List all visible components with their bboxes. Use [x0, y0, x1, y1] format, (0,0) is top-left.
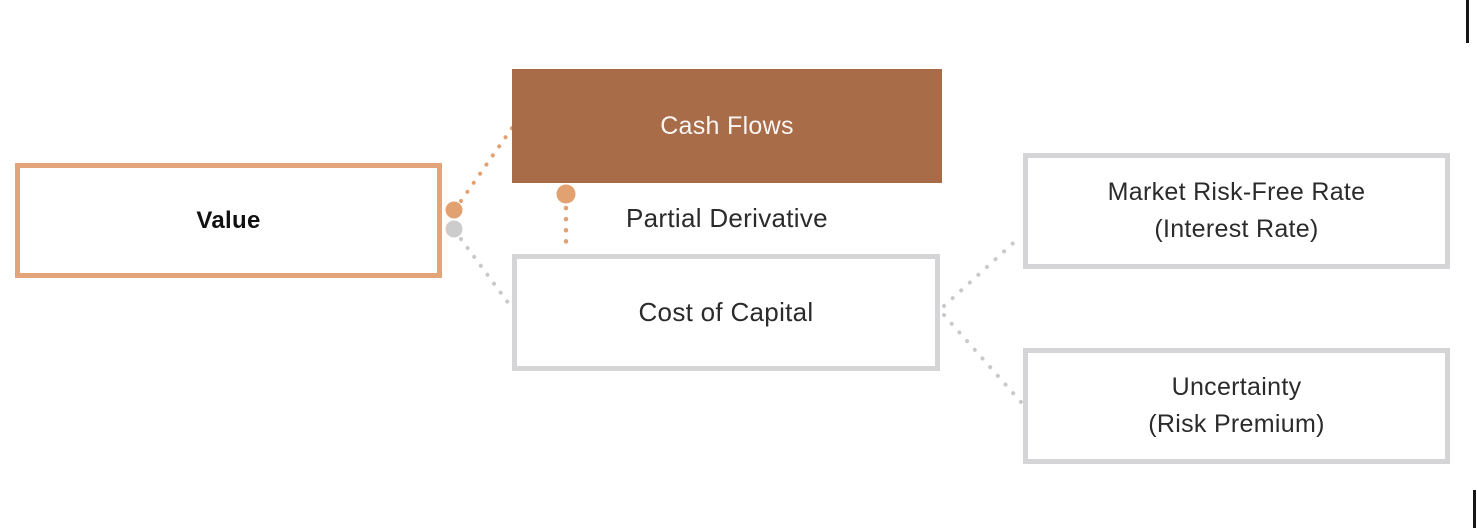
partial-derivative-label: Partial Derivative	[626, 203, 828, 233]
uncertainty-line2: (Risk Premium)	[1148, 410, 1325, 438]
uncertainty-box: Uncertainty (Risk Premium)	[1023, 348, 1450, 464]
orange-partial-derivative-dot	[556, 184, 576, 204]
cash-flows-label: Cash Flows	[660, 111, 794, 140]
connector-cost-of-capital-to-market-rate	[942, 234, 1023, 308]
cash-flows-box: Cash Flows	[512, 69, 942, 183]
value-label: Value	[196, 206, 261, 234]
market-risk-free-rate-box: Market Risk-Free Rate (Interest Rate)	[1023, 153, 1450, 269]
market-risk-free-rate-line1: Market Risk-Free Rate	[1107, 178, 1366, 206]
value-box: Value	[15, 163, 442, 278]
orange-junction-dot	[445, 201, 463, 219]
connector-cost-of-capital-to-uncertainty	[942, 313, 1023, 404]
cost-of-capital-box: Cost of Capital	[512, 254, 940, 371]
uncertainty-line1: Uncertainty	[1171, 373, 1302, 401]
gray-junction-dot	[445, 220, 463, 238]
cost-of-capital-label: Cost of Capital	[638, 297, 814, 327]
page-edge-tick-bottom-right	[1473, 490, 1476, 528]
market-risk-free-rate-line2: (Interest Rate)	[1154, 215, 1319, 243]
connector-value-to-cost-of-capital	[459, 237, 514, 310]
page-edge-tick-top-right	[1466, 0, 1469, 43]
connector-value-to-cash-flows	[459, 126, 514, 203]
